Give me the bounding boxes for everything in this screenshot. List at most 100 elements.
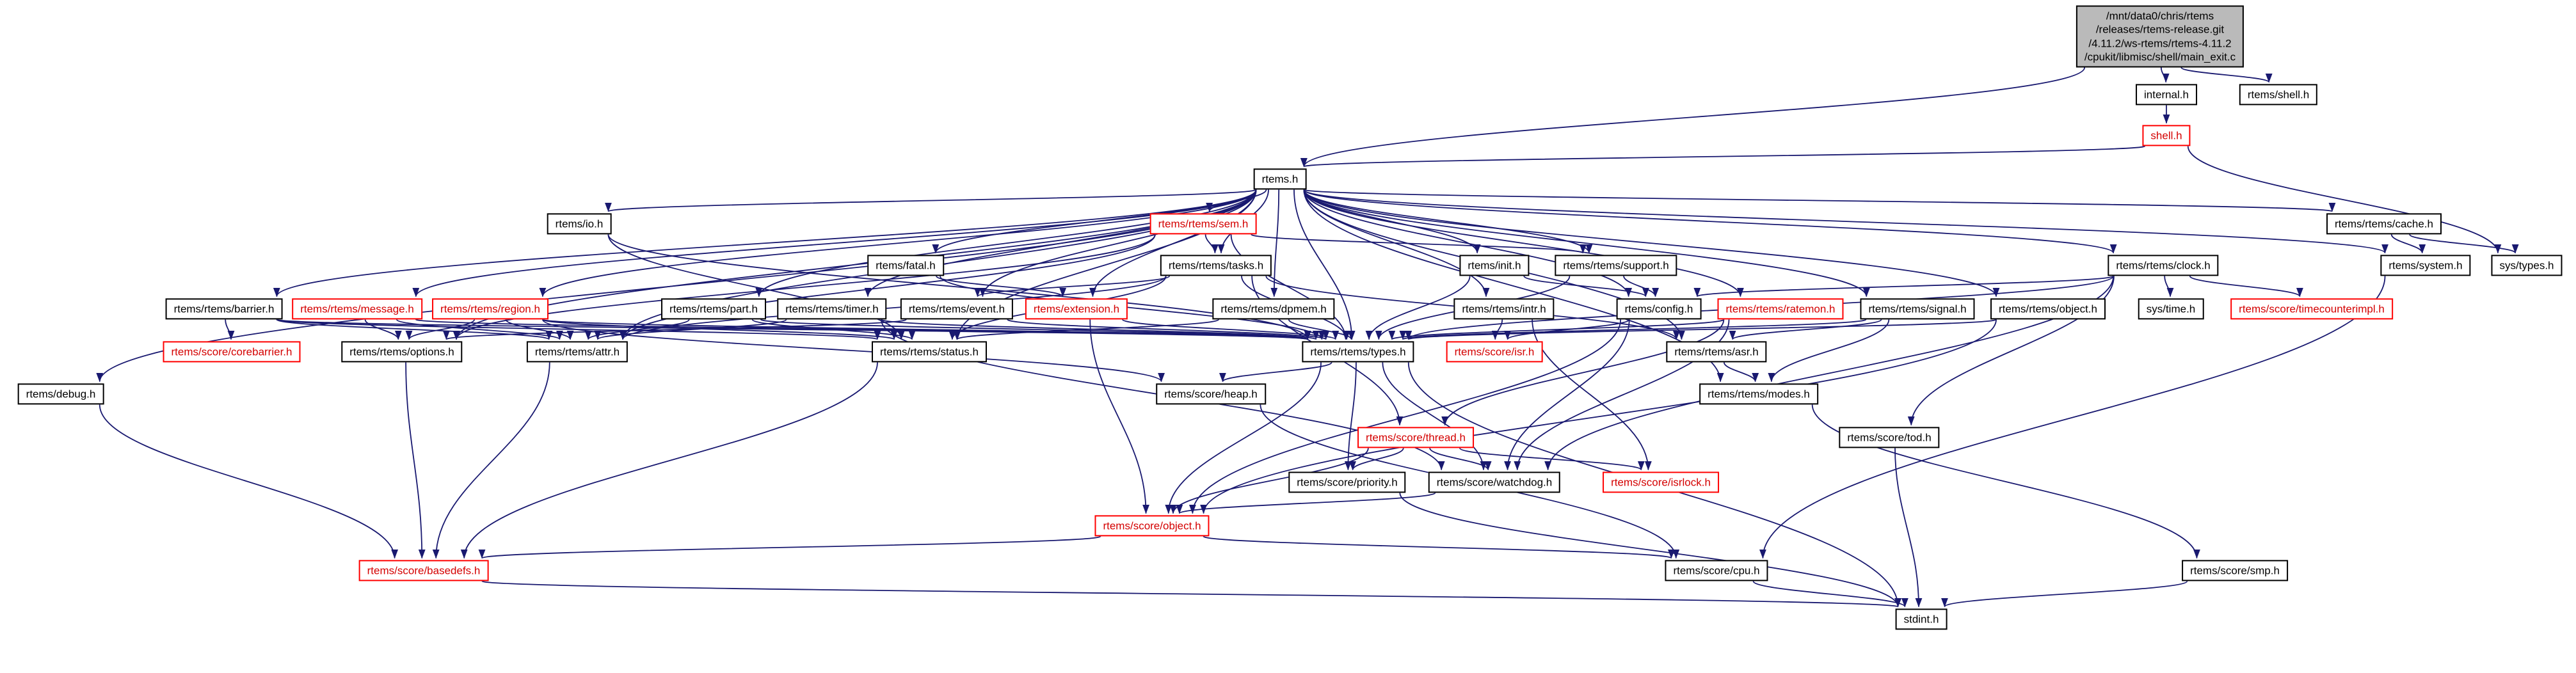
edge-attr-h-to-basedefs-h bbox=[432, 362, 550, 559]
edge-sem-h-to-types-h bbox=[1230, 234, 1350, 340]
edge-tod-h-to-stdint-h bbox=[1894, 448, 1923, 608]
edge-init-h-to-config-h bbox=[1523, 275, 1649, 297]
node-region-h[interactable]: rtems/rtems/region.h bbox=[432, 298, 548, 320]
node-dpmem-h[interactable]: rtems/rtems/dpmem.h bbox=[1212, 298, 1335, 320]
node-watchdog-h[interactable]: rtems/score/watchdog.h bbox=[1428, 471, 1561, 493]
node-asr-h[interactable]: rtems/rtems/asr.h bbox=[1666, 341, 1767, 363]
node-ratemon-h[interactable]: rtems/rtems/ratemon.h bbox=[1717, 298, 1844, 320]
edge-region-h-to-attr-h bbox=[505, 319, 574, 340]
node-attr-h[interactable]: rtems/rtems/attr.h bbox=[526, 341, 628, 363]
node-internal-h[interactable]: internal.h bbox=[2136, 84, 2197, 106]
node-cache-h[interactable]: rtems/rtems/cache.h bbox=[2326, 213, 2442, 235]
edge-part-h-to-attr-h bbox=[584, 319, 690, 340]
edge-thread-h-to-obj-score-h bbox=[1169, 448, 1369, 514]
edge-config-h-to-watchdog-h bbox=[1504, 319, 1630, 471]
node-obj-classic-h[interactable]: rtems/rtems/object.h bbox=[1990, 298, 2106, 320]
edge-signal-h-to-asr-h bbox=[1729, 319, 1882, 340]
node-isr-h[interactable]: rtems/score/isr.h bbox=[1446, 341, 1543, 363]
edge-sem-h-to-tasks-h bbox=[1204, 234, 1219, 254]
edge-region-h-to-status-h bbox=[542, 319, 897, 340]
node-status-h[interactable]: rtems/rtems/status.h bbox=[872, 341, 987, 363]
edge-barrier-h-to-corebarrier-h bbox=[225, 319, 235, 340]
node-options-h[interactable]: rtems/rtems/options.h bbox=[341, 341, 463, 363]
node-clock-h[interactable]: rtems/rtems/clock.h bbox=[2108, 255, 2219, 276]
edge-io-h-to-status-h bbox=[607, 234, 905, 340]
node-barrier-h[interactable]: rtems/rtems/barrier.h bbox=[165, 298, 283, 320]
edge-rtems-h-to-event-h bbox=[979, 189, 1257, 297]
edge-tasks-h-to-attr-h bbox=[619, 276, 1167, 340]
edge-watchdog-h-to-obj-score-h bbox=[1176, 492, 1436, 514]
node-corebarrier-h[interactable]: rtems/score/corebarrier.h bbox=[163, 341, 301, 363]
edge-part-h-to-status-h bbox=[751, 319, 916, 340]
node-system-h[interactable]: rtems/system.h bbox=[2380, 255, 2471, 276]
node-debug-h[interactable]: rtems/debug.h bbox=[17, 383, 104, 405]
edge-rtems-h-to-barrier-h bbox=[273, 189, 1257, 297]
node-timer-h[interactable]: rtems/rtems/timer.h bbox=[777, 298, 887, 320]
node-support-h[interactable]: rtems/rtems/support.h bbox=[1555, 255, 1677, 276]
node-tod-h[interactable]: rtems/score/tod.h bbox=[1839, 427, 1940, 448]
edge-signal-h-to-modes-h bbox=[1768, 319, 1890, 383]
edge-rtems-h-to-support-h bbox=[1303, 189, 1593, 254]
edge-main-exit-c-to-internal-h bbox=[2160, 67, 2170, 83]
edge-part-h-to-types-h bbox=[760, 319, 1311, 340]
node-basedefs-h[interactable]: rtems/score/basedefs.h bbox=[358, 560, 489, 582]
node-thread-h[interactable]: rtems/score/thread.h bbox=[1357, 427, 1474, 448]
edge-clock-h-to-timecounterimpl-h bbox=[2189, 275, 2303, 297]
edge-extension-h-to-types-h bbox=[1122, 319, 1339, 340]
node-sys-time-h[interactable]: sys/time.h bbox=[2138, 298, 2204, 320]
edge-thread-h-to-isrlock-h bbox=[1459, 447, 1645, 471]
node-isrlock-h[interactable]: rtems/score/isrlock.h bbox=[1603, 471, 1719, 493]
edge-obj-classic-h-to-obj-score-h bbox=[1200, 319, 1997, 514]
node-modes-h[interactable]: rtems/rtems/modes.h bbox=[1699, 383, 1818, 405]
edge-modes-h-to-smp-h bbox=[1811, 404, 2200, 559]
node-sys-types-h[interactable]: sys/types.h bbox=[2491, 255, 2563, 276]
edge-types-h-to-obj-score-h bbox=[1165, 362, 1322, 514]
node-fatal-h[interactable]: rtems/fatal.h bbox=[867, 255, 944, 276]
node-signal-h[interactable]: rtems/rtems/signal.h bbox=[1860, 298, 1975, 320]
edge-types-h-to-watchdog-h bbox=[1382, 362, 1487, 471]
node-obj-score-h[interactable]: rtems/score/object.h bbox=[1094, 515, 1210, 537]
node-tasks-h[interactable]: rtems/rtems/tasks.h bbox=[1160, 255, 1272, 276]
node-types-h[interactable]: rtems/rtems/types.h bbox=[1302, 341, 1414, 363]
node-timecounterimpl-h[interactable]: rtems/score/timecounterimpl.h bbox=[2230, 298, 2393, 320]
edge-basedefs-h-to-stdint-h bbox=[481, 580, 1901, 608]
edge-rtems-h-to-system-h bbox=[1303, 189, 2388, 254]
edge-rtems-h-to-clock-h bbox=[1303, 189, 2117, 254]
node-sem-h[interactable]: rtems/rtems/sem.h bbox=[1149, 213, 1257, 235]
edge-rtems-h-to-region-h bbox=[539, 189, 1257, 297]
node-extension-h[interactable]: rtems/extension.h bbox=[1025, 298, 1128, 320]
node-message-h[interactable]: rtems/rtems/message.h bbox=[292, 298, 422, 320]
edge-debug-h-to-basedefs-h bbox=[99, 404, 398, 559]
edge-cache-h-to-sys-types-h bbox=[2409, 234, 2519, 254]
node-stdint-h[interactable]: stdint.h bbox=[1895, 608, 1948, 630]
node-io-h[interactable]: rtems/io.h bbox=[547, 213, 612, 235]
node-heap-h[interactable]: rtems/score/heap.h bbox=[1156, 383, 1266, 405]
node-cpu-h[interactable]: rtems/score/cpu.h bbox=[1665, 560, 1768, 582]
edge-asr-h-to-modes-h bbox=[1723, 362, 1759, 383]
edge-event-h-to-types-h bbox=[1007, 319, 1329, 340]
edge-region-h-to-types-h bbox=[542, 319, 1311, 340]
edge-thread-h-to-priority-h bbox=[1349, 448, 1404, 471]
edge-message-h-to-options-h bbox=[364, 319, 402, 340]
edge-rtems-h-to-ratemon-h bbox=[1303, 189, 1744, 297]
node-rtems-h[interactable]: rtems.h bbox=[1253, 168, 1307, 190]
node-rtems-shell-h[interactable]: rtems/shell.h bbox=[2239, 84, 2318, 106]
node-part-h[interactable]: rtems/rtems/part.h bbox=[661, 298, 766, 320]
edge-clock-h-to-config-h bbox=[1694, 275, 2115, 297]
edge-event-h-to-options-h bbox=[443, 319, 907, 340]
node-config-h[interactable]: rtems/config.h bbox=[1616, 298, 1702, 320]
node-init-h[interactable]: rtems/init.h bbox=[1459, 255, 1530, 276]
node-priority-h[interactable]: rtems/score/priority.h bbox=[1288, 471, 1406, 493]
node-shell-h[interactable]: shell.h bbox=[2142, 125, 2191, 146]
edge-extension-h-to-obj-score-h bbox=[1089, 319, 1149, 514]
edge-support-h-to-config-h bbox=[1623, 276, 1659, 297]
edge-obj-score-h-to-cpu-h bbox=[1203, 535, 1675, 559]
edge-shell-h-to-sys-types-h bbox=[2187, 146, 2502, 254]
edge-cpu-h-to-stdint-h bbox=[1752, 580, 1908, 608]
edge-thread-h-to-watchdog-h bbox=[1429, 448, 1492, 471]
node-intr-h[interactable]: rtems/rtems/intr.h bbox=[1453, 298, 1555, 320]
node-smp-h[interactable]: rtems/score/smp.h bbox=[2182, 560, 2288, 582]
edge-types-h-to-heap-h bbox=[1219, 361, 1332, 383]
node-event-h[interactable]: rtems/rtems/event.h bbox=[900, 298, 1014, 320]
